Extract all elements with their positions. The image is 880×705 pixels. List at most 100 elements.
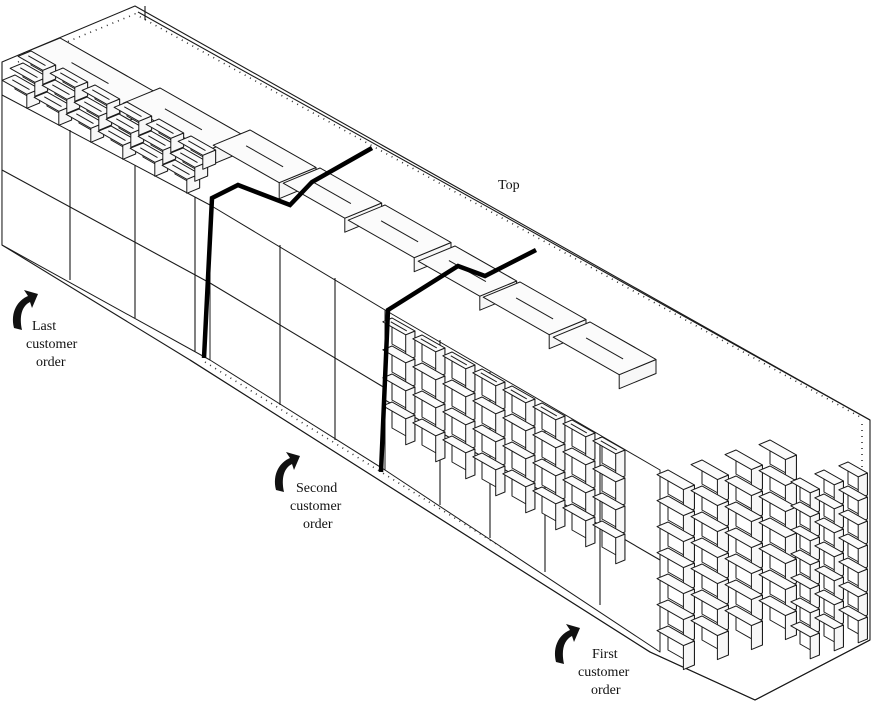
cargo-box: [809, 632, 820, 660]
callout-first-order: First customer order: [578, 647, 630, 698]
cargo-box: [814, 589, 844, 606]
callout-last-order: Last customer order: [26, 319, 78, 370]
label-last-order-line3: order: [36, 355, 66, 370]
cargo-box-layer: [1, 37, 868, 671]
cargo-box: [838, 533, 868, 550]
cargo-box: [592, 464, 626, 483]
cargo-box: [465, 448, 476, 480]
box-handle: [20, 67, 38, 79]
cargo-box: [758, 595, 797, 617]
box-handle: [600, 440, 618, 451]
cargo-box: [790, 501, 820, 518]
callout-second-order: Second customer order: [290, 481, 342, 532]
cargo-box: [690, 459, 729, 481]
box-handle: [71, 62, 109, 85]
cargo-box: [656, 521, 695, 543]
cargo-box: [656, 573, 695, 595]
box-handle: [420, 338, 438, 349]
label-first-order-line1: First: [592, 647, 618, 662]
cargo-box: [790, 597, 820, 614]
cargo-box: [656, 625, 695, 647]
label-second-order-line3: order: [303, 517, 333, 532]
cargo-box: [790, 573, 820, 590]
box-handle: [245, 145, 284, 168]
cargo-box: [814, 613, 844, 630]
cargo-box: [532, 486, 566, 505]
cargo-box: [562, 447, 596, 466]
cargo-box: [814, 517, 844, 534]
box-handle: [12, 79, 30, 91]
box-handle: [180, 152, 198, 164]
cargo-box: [724, 475, 763, 497]
cargo-box: [656, 599, 695, 621]
cargo-box: [838, 581, 868, 598]
cargo-box: [690, 563, 729, 585]
box-handle: [450, 355, 468, 366]
cargo-box: [502, 469, 536, 488]
cargo-box: [838, 557, 868, 574]
cargo-box: [412, 362, 446, 381]
cargo-box: [814, 469, 844, 486]
box-handle: [84, 101, 102, 113]
cargo-box: [615, 533, 626, 565]
cargo-box: [690, 589, 729, 611]
cargo-box: [656, 547, 695, 569]
box-handle: [140, 147, 158, 159]
cargo-box: [562, 475, 596, 494]
cargo-box: [758, 439, 797, 461]
cargo-box: [442, 407, 476, 426]
cargo-box: [656, 469, 695, 491]
cargo-box: [412, 390, 446, 409]
cargo-box: [656, 495, 695, 517]
cargo-box: [435, 431, 446, 463]
cargo-box: [690, 537, 729, 559]
cargo-box: [472, 396, 506, 415]
box-handle: [390, 321, 408, 332]
box-handle: [380, 220, 419, 243]
cargo-box: [585, 516, 596, 548]
cargo-box: [790, 621, 820, 638]
cargo-box: [502, 441, 536, 460]
cargo-box: [758, 543, 797, 565]
cargo-box: [857, 616, 868, 644]
box-handle: [515, 297, 554, 320]
cargo-box: [814, 565, 844, 582]
box-handle: [172, 164, 190, 176]
curved-arrow-icon: [12, 290, 39, 330]
box-handle: [570, 423, 588, 434]
cargo-box: [838, 485, 868, 502]
cargo-box: [690, 485, 729, 507]
cargo-box: [758, 465, 797, 487]
box-handle: [92, 89, 110, 101]
box-handle: [313, 182, 352, 205]
box-handle: [585, 337, 624, 360]
cargo-box: [758, 491, 797, 513]
label-last-order-line1: Last: [32, 319, 56, 334]
box-handle: [510, 389, 528, 400]
box-handle: [52, 84, 70, 96]
cargo-box: [758, 517, 797, 539]
curved-arrow-icon: [554, 624, 580, 664]
cargo-box: [690, 615, 729, 637]
cargo-box: [724, 605, 763, 627]
cargo-box: [724, 449, 763, 471]
label-top: Top: [498, 178, 520, 193]
cargo-box: [814, 541, 844, 558]
cargo-box: [838, 605, 868, 622]
label-first-order-line2: customer: [578, 665, 630, 680]
label-last-order-line2: customer: [26, 337, 78, 352]
order-last-boxes: [1, 94, 211, 361]
box-handle: [156, 123, 174, 135]
box-handle: [124, 106, 142, 118]
box-handle: [164, 108, 203, 131]
cargo-box: [724, 579, 763, 601]
cargo-box: [412, 418, 446, 437]
cargo-box: [790, 525, 820, 542]
cargo-box: [562, 503, 596, 522]
cargo-box: [442, 379, 476, 398]
box-handle: [540, 406, 558, 417]
cargo-box: [790, 477, 820, 494]
cargo-box: [833, 624, 844, 652]
cargo-box: [724, 553, 763, 575]
cargo-box: [555, 499, 566, 531]
